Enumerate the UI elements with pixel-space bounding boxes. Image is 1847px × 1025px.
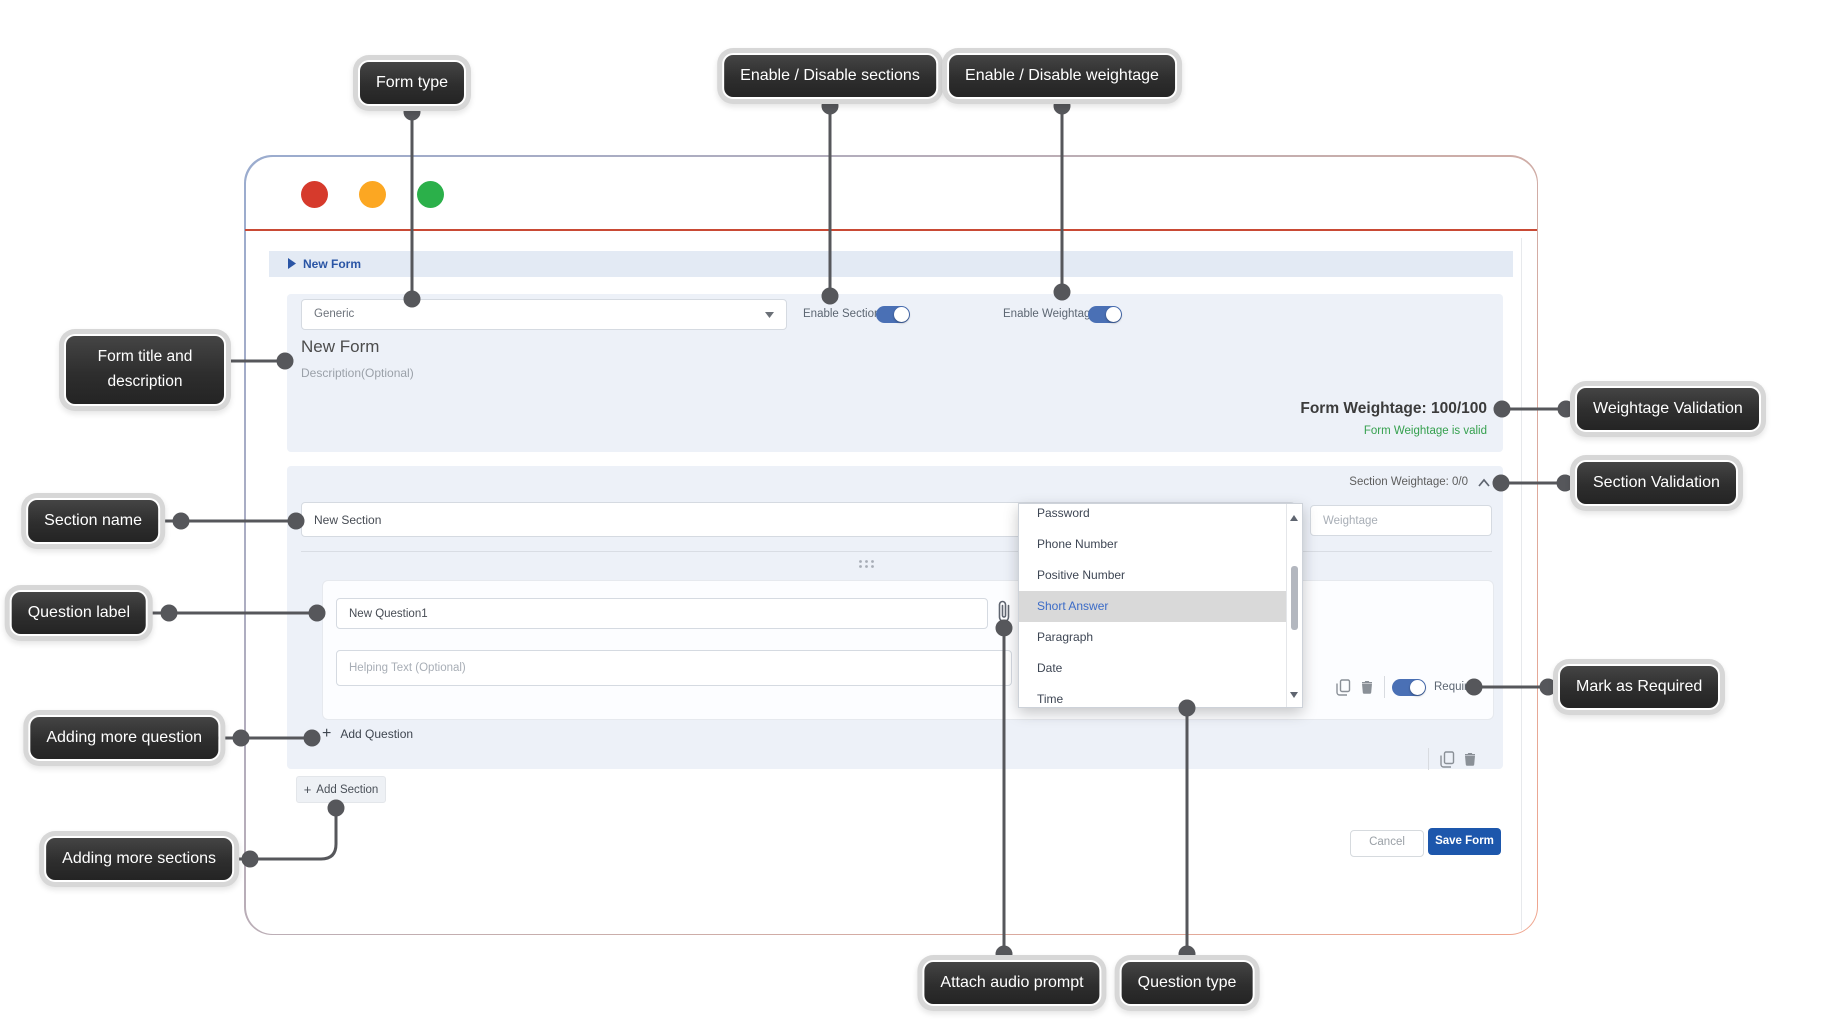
dropdown-item[interactable]: Positive Number — [1037, 568, 1126, 582]
callout-section-validation: Section Validation — [1577, 462, 1736, 504]
dropdown-item[interactable]: Paragraph — [1037, 630, 1094, 644]
callout-attach-audio: Attach audio prompt — [924, 962, 1100, 1004]
select-caret-icon[interactable] — [765, 312, 774, 318]
required-label: Required — [1434, 681, 1481, 693]
form-type-select[interactable]: Generic — [301, 299, 787, 330]
add-section-label: Add Section — [316, 783, 379, 796]
callout-enable-sections: Enable / Disable sections — [724, 55, 936, 97]
toggle-knob — [1106, 307, 1121, 322]
enable-sections-toggle[interactable] — [876, 306, 910, 323]
breadcrumb-arrow-icon[interactable] — [288, 258, 296, 269]
required-toggle[interactable] — [1392, 679, 1426, 696]
callout-question-type: Question type — [1121, 962, 1253, 1004]
form-weightage-status: Form Weightage is valid — [1363, 425, 1487, 437]
scroll-down-icon[interactable] — [1290, 692, 1298, 698]
add-question-label: Add Question — [340, 727, 414, 741]
dropdown-item[interactable]: Password — [1037, 506, 1090, 520]
delete-question-icon[interactable] — [1361, 680, 1373, 694]
callout-add-question: Adding more question — [30, 717, 218, 759]
plus-icon: + — [322, 725, 332, 742]
cancel-button[interactable]: Cancel — [1350, 830, 1424, 857]
window-close-button[interactable] — [301, 181, 328, 208]
question-type-dropdown: Password Phone Number Positive Number Sh… — [1018, 503, 1303, 708]
scrollbar-thumb[interactable] — [1291, 566, 1298, 630]
dropdown-scrollbar[interactable] — [1286, 504, 1302, 707]
form-description-field[interactable]: Description(Optional) — [301, 366, 414, 380]
drag-handle-icon[interactable] — [858, 559, 875, 569]
enable-sections-label: Enable Sections — [803, 308, 887, 320]
enable-weightage-label: Enable Weightage — [1003, 308, 1097, 320]
question-label-input[interactable] — [336, 598, 988, 629]
form-weightage-summary: Form Weightage: 100/100 — [1300, 400, 1487, 417]
callout-section-name: Section name — [28, 500, 158, 542]
add-section-button[interactable]: + Add Section — [296, 776, 386, 803]
add-question-button[interactable]: + Add Question — [322, 726, 413, 742]
save-form-button[interactable]: Save Form — [1428, 828, 1501, 855]
toggle-knob — [1410, 680, 1425, 695]
callout-enable-weightage: Enable / Disable weightage — [949, 55, 1175, 97]
callout-add-sections: Adding more sections — [46, 838, 232, 880]
icon-separator — [1384, 676, 1385, 698]
content-edge-line — [1521, 238, 1522, 930]
attach-audio-icon[interactable] — [995, 600, 1013, 624]
callout-weightage-validation: Weightage Validation — [1577, 388, 1759, 430]
dropdown-item-selected[interactable]: Short Answer — [1019, 591, 1287, 622]
callout-form-type: Form type — [359, 62, 465, 104]
icon-separator — [1428, 748, 1429, 770]
dropdown-item[interactable]: Time — [1037, 692, 1064, 706]
window-minimize-button[interactable] — [359, 181, 386, 208]
enable-weightage-toggle[interactable] — [1088, 306, 1122, 323]
toggle-knob — [894, 307, 909, 322]
window-maximize-button[interactable] — [417, 181, 444, 208]
header-divider-line — [245, 229, 1537, 231]
breadcrumb-label: New Form — [303, 257, 362, 271]
section-divider — [301, 551, 1492, 552]
delete-section-icon[interactable] — [1464, 752, 1476, 766]
collapse-section-icon[interactable] — [1477, 478, 1491, 488]
copy-section-icon[interactable] — [1440, 751, 1455, 768]
section-weightage-input[interactable] — [1310, 505, 1492, 536]
dropdown-item[interactable]: Date — [1037, 661, 1063, 675]
breadcrumb[interactable] — [269, 251, 1513, 277]
callout-mark-required: Mark as Required — [1560, 666, 1719, 708]
callout-question-label: Question label — [11, 592, 146, 634]
section-weightage-summary: Section Weightage: 0/0 — [1349, 476, 1468, 488]
form-title[interactable]: New Form — [301, 337, 380, 356]
copy-question-icon[interactable] — [1336, 679, 1351, 696]
plus-icon: + — [303, 782, 312, 797]
helping-text-input[interactable] — [336, 650, 1012, 686]
dropdown-item[interactable]: Phone Number — [1037, 537, 1118, 551]
scroll-up-icon[interactable] — [1290, 515, 1298, 521]
callout-form-title: Form title and description — [66, 336, 224, 404]
